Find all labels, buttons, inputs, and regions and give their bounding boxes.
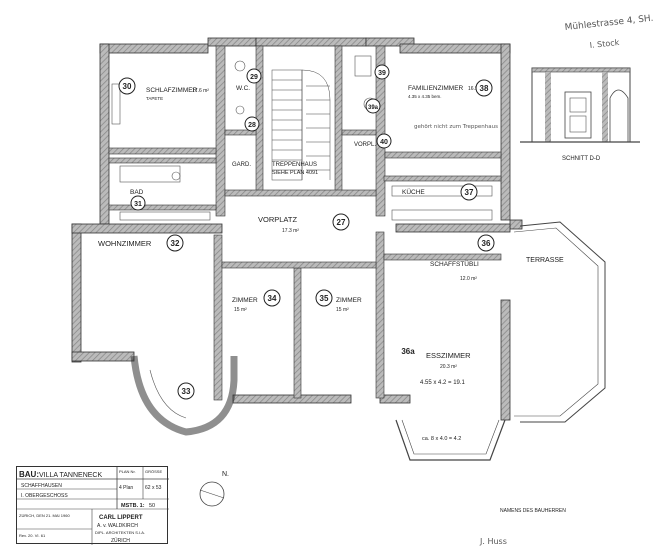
north-label: N. bbox=[222, 471, 229, 478]
room-27-name: VORPLATZ bbox=[258, 215, 297, 224]
ca-note: ca. 8 x 4.0 = 4.2 bbox=[422, 436, 461, 442]
room-labels: SCHLAFZIMMER 17.6 m² TAPETE W.C. FAMILIE… bbox=[98, 85, 566, 546]
room-29-name: W.C. bbox=[236, 85, 250, 92]
tb-location: SCHAFFHAUSEN bbox=[21, 483, 62, 489]
room-34-name: ZIMMER bbox=[232, 297, 258, 304]
tb-date: ZÜRICH, DEN 21. MAI 1960 bbox=[19, 513, 70, 518]
room-30-name: SCHLAFZIMMER bbox=[146, 87, 198, 94]
room-30-note: TAPETE bbox=[146, 96, 163, 101]
tb-size-label: GRÖSSE bbox=[145, 469, 162, 474]
room-marker-27: 27 bbox=[332, 213, 350, 231]
room-marker-31: 31 bbox=[130, 195, 146, 211]
room-36-area: 12.0 m² bbox=[460, 276, 477, 282]
room-32-name: WOHNZIMMER bbox=[98, 239, 152, 248]
room-36a-name: ESSZIMMER bbox=[426, 351, 471, 360]
room-marker-35: 35 bbox=[315, 289, 333, 307]
tb-architect-city: ZÜRICH bbox=[111, 537, 130, 544]
svg-text:38: 38 bbox=[480, 84, 489, 93]
room-marker-33: 33 bbox=[177, 382, 195, 400]
room-38-note: 4.35 x 4.35 bem. bbox=[408, 94, 442, 99]
svg-text:27: 27 bbox=[337, 218, 346, 227]
tb-bau-name: VILLA TANNENECK bbox=[39, 472, 102, 479]
room-marker-36a: 36a bbox=[401, 347, 415, 356]
interior-walls bbox=[108, 45, 502, 401]
title-block-grid: BAU: VILLA TANNENECK SCHAFFHAUSEN I. OBE… bbox=[17, 467, 169, 545]
room-35-name: ZIMMER bbox=[336, 297, 362, 304]
room-34-area: 15 m² bbox=[234, 307, 247, 313]
svg-text:39a: 39a bbox=[368, 105, 379, 111]
signature: J. Huss bbox=[479, 537, 507, 546]
room-marker-39a: 39a bbox=[365, 98, 381, 114]
room-number-markers: 30 29 28 39 39a 38 40 31 37 27 32 36 34 … bbox=[118, 64, 495, 400]
svg-text:29: 29 bbox=[250, 74, 258, 81]
room-marker-29: 29 bbox=[246, 68, 262, 84]
tb-size-value: 62 x 53 bbox=[145, 485, 162, 491]
tb-architect-title: DIPL. ARCHITEKTEN S.I.A. bbox=[95, 530, 145, 535]
room-marker-34: 34 bbox=[263, 289, 281, 307]
section-d-d: SCHNITT D-D bbox=[520, 67, 640, 162]
svg-text:28: 28 bbox=[248, 122, 256, 129]
room-36a-area: 20.3 m² bbox=[440, 364, 457, 370]
room-37-name: KÜCHE bbox=[402, 188, 425, 196]
tb-architect-name: CARL LIPPERT bbox=[99, 515, 143, 521]
room-marker-38: 38 bbox=[475, 79, 493, 97]
svg-text:31: 31 bbox=[134, 201, 142, 208]
bay-tower bbox=[130, 355, 238, 436]
room-36-name: SCHAFFSTÜBLI bbox=[430, 260, 479, 268]
title-block: BAU: VILLA TANNENECK SCHAFFHAUSEN I. OBE… bbox=[16, 466, 169, 545]
section-label: SCHNITT D-D bbox=[562, 156, 601, 162]
svg-text:33: 33 bbox=[182, 387, 191, 396]
room-marker-32: 32 bbox=[166, 234, 184, 252]
staircase bbox=[271, 69, 331, 181]
address-note: Mühlestrasse 4, SH. bbox=[564, 14, 654, 33]
north-arrow: N. bbox=[199, 471, 229, 508]
hand-note: gehört nicht zum Treppenhaus bbox=[414, 124, 498, 130]
tb-plan-value: 4 Plan bbox=[119, 485, 133, 491]
room-36a-note: 4.55 x 4.2 = 19.1 bbox=[420, 380, 466, 386]
dining-bay bbox=[395, 419, 506, 461]
svg-text:39: 39 bbox=[378, 70, 386, 77]
room-marker-36: 36 bbox=[477, 234, 495, 252]
room-marker-30: 30 bbox=[118, 77, 136, 95]
room-marker-28: 28 bbox=[244, 116, 260, 132]
svg-text:37: 37 bbox=[465, 188, 474, 197]
garderobe-label: GARD. bbox=[232, 162, 251, 168]
svg-text:30: 30 bbox=[123, 82, 132, 91]
room-marker-40: 40 bbox=[376, 133, 392, 149]
room-27-area: 17.3 m² bbox=[282, 228, 299, 234]
treppenhaus-label: TREPPENHAUS bbox=[272, 162, 317, 168]
room-marker-39: 39 bbox=[374, 64, 390, 80]
tb-floor: I. OBERGESCHOSS bbox=[21, 493, 68, 499]
tb-scale-value: 50 bbox=[149, 503, 155, 509]
svg-text:36: 36 bbox=[482, 239, 491, 248]
room-35-area: 15 m² bbox=[336, 307, 349, 313]
terrace bbox=[513, 221, 606, 423]
tb-architect-name2: A. v. WALDKIRCH bbox=[97, 523, 138, 529]
room-31-name: BAD bbox=[130, 189, 144, 196]
exterior-walls bbox=[71, 37, 523, 421]
name-note: NAMENS DES BAUHERREN bbox=[500, 508, 566, 514]
svg-text:32: 32 bbox=[171, 239, 180, 248]
svg-text:34: 34 bbox=[268, 294, 277, 303]
svg-text:36a: 36a bbox=[401, 347, 415, 356]
terrace-label: TERRASSE bbox=[526, 257, 564, 264]
fixtures bbox=[111, 55, 493, 221]
treppenhaus-ref: SIEHE PLAN 4091 bbox=[272, 170, 318, 176]
svg-text:35: 35 bbox=[320, 294, 329, 303]
room-30-area: 17.6 m² bbox=[192, 88, 209, 94]
svg-text:40: 40 bbox=[380, 139, 388, 146]
tb-bau-label: BAU: bbox=[19, 470, 39, 479]
tb-scale-label: MSTB. 1: bbox=[121, 503, 145, 509]
tb-plan-label: PLAN Nr. bbox=[119, 469, 136, 474]
floor-note: I. Stock bbox=[589, 38, 620, 50]
tb-date2: Rev. 20. VI. 61 bbox=[19, 533, 46, 538]
room-marker-37: 37 bbox=[460, 183, 478, 201]
room-40-name: VORPL. bbox=[354, 142, 376, 148]
room-38-name: FAMILIENZIMMER bbox=[408, 85, 464, 92]
